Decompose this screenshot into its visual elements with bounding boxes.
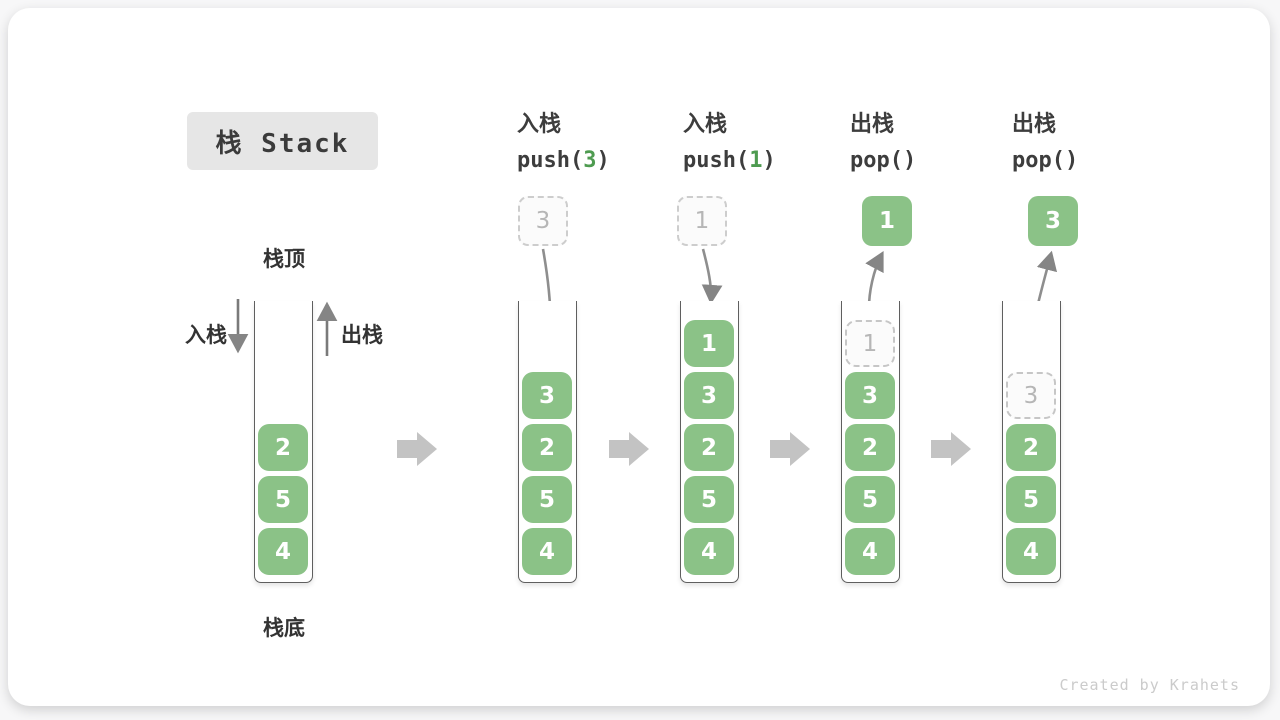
credit-text: Created by Krahets bbox=[1059, 676, 1240, 694]
stack-cell: 2 bbox=[684, 424, 734, 471]
code-post: ) bbox=[596, 148, 610, 173]
float-value: 3 bbox=[535, 208, 551, 234]
stack-container-push-3: 3 2 5 4 bbox=[518, 301, 577, 583]
code-post: ) bbox=[1064, 148, 1079, 173]
stack-cell: 2 bbox=[1006, 424, 1056, 471]
push-side-label: 入栈 bbox=[185, 324, 227, 347]
stack-cell: 4 bbox=[845, 528, 895, 575]
incoming-value-box: 1 bbox=[677, 196, 727, 246]
cell-value: 3 bbox=[861, 382, 878, 409]
cell-value: 4 bbox=[861, 538, 878, 565]
stack-cell: 4 bbox=[684, 528, 734, 575]
op-header-pop-3: 出栈 pop() bbox=[1012, 105, 1078, 179]
title-badge: 栈 Stack bbox=[187, 112, 378, 170]
cell-value: 5 bbox=[1022, 486, 1039, 513]
op-code: push(1) bbox=[683, 142, 776, 179]
code-post: ) bbox=[902, 148, 917, 173]
stack-cell-ghost: 3 bbox=[1006, 372, 1056, 419]
float-value: 1 bbox=[694, 208, 710, 234]
float-value: 3 bbox=[1044, 208, 1061, 234]
cell-value: 4 bbox=[274, 538, 291, 565]
stack-cell-ghost: 1 bbox=[845, 320, 895, 367]
code-post: ) bbox=[762, 148, 776, 173]
cell-value: 4 bbox=[1022, 538, 1039, 565]
stack-container-pop-3: 3 2 5 4 bbox=[1002, 301, 1061, 583]
stack-cell: 4 bbox=[522, 528, 572, 575]
cell-value: 5 bbox=[861, 486, 878, 513]
op-code: pop() bbox=[850, 142, 916, 179]
title-text: 栈 Stack bbox=[215, 128, 350, 159]
op-header-push-3: 入栈 push(3) bbox=[517, 105, 610, 179]
op-name: 入栈 bbox=[517, 111, 562, 136]
op-header-push-1: 入栈 push(1) bbox=[683, 105, 776, 179]
code-pre: pop( bbox=[1012, 148, 1065, 173]
op-header-pop-1: 出栈 pop() bbox=[850, 105, 916, 179]
cell-value: 3 bbox=[700, 382, 717, 409]
op-name: 入栈 bbox=[683, 111, 728, 136]
op-name: 出栈 bbox=[1012, 111, 1057, 136]
stack-cell: 2 bbox=[522, 424, 572, 471]
cell-value: 2 bbox=[1022, 434, 1039, 461]
stack-cell: 3 bbox=[684, 372, 734, 419]
stack-cell: 1 bbox=[684, 320, 734, 367]
cell-value: 1 bbox=[862, 330, 878, 357]
cell-value: 2 bbox=[274, 434, 291, 461]
stack-cell: 3 bbox=[845, 372, 895, 419]
stack-cell: 2 bbox=[845, 424, 895, 471]
popped-value-box: 1 bbox=[862, 196, 912, 246]
cell-value: 5 bbox=[538, 486, 555, 513]
code-pre: push( bbox=[517, 148, 584, 173]
popped-value-box: 3 bbox=[1028, 196, 1078, 246]
stack-cell: 5 bbox=[258, 476, 308, 523]
cell-value: 2 bbox=[861, 434, 878, 461]
stack-top-label: 栈顶 bbox=[263, 248, 305, 271]
cell-value: 3 bbox=[1023, 382, 1039, 409]
stack-cell: 4 bbox=[258, 528, 308, 575]
cell-value: 2 bbox=[700, 434, 717, 461]
code-pre: push( bbox=[683, 148, 750, 173]
cell-value: 4 bbox=[538, 538, 555, 565]
cell-value: 2 bbox=[538, 434, 555, 461]
stack-container-pop-1: 1 3 2 5 4 bbox=[841, 301, 900, 583]
pop-side-label: 出栈 bbox=[341, 324, 383, 347]
stack-cell: 5 bbox=[522, 476, 572, 523]
stack-container-push-1: 1 3 2 5 4 bbox=[680, 301, 739, 583]
incoming-value-box: 3 bbox=[518, 196, 568, 246]
cell-value: 5 bbox=[700, 486, 717, 513]
stack-bottom-label: 栈底 bbox=[263, 617, 305, 640]
stack-container-initial: 2 5 4 bbox=[254, 301, 313, 583]
cell-value: 4 bbox=[700, 538, 717, 565]
code-arg: 3 bbox=[583, 148, 597, 173]
stack-cell: 5 bbox=[684, 476, 734, 523]
stack-cell: 5 bbox=[1006, 476, 1056, 523]
code-pre: pop( bbox=[850, 148, 903, 173]
op-code: pop() bbox=[1012, 142, 1078, 179]
code-arg: 1 bbox=[749, 148, 763, 173]
stack-cell: 5 bbox=[845, 476, 895, 523]
op-code: push(3) bbox=[517, 142, 610, 179]
op-name: 出栈 bbox=[850, 111, 895, 136]
stack-cell: 2 bbox=[258, 424, 308, 471]
stack-cell: 3 bbox=[522, 372, 572, 419]
cell-value: 3 bbox=[538, 382, 555, 409]
stack-cell: 4 bbox=[1006, 528, 1056, 575]
cell-value: 5 bbox=[274, 486, 291, 513]
cell-value: 1 bbox=[700, 330, 717, 357]
float-value: 1 bbox=[878, 208, 895, 234]
